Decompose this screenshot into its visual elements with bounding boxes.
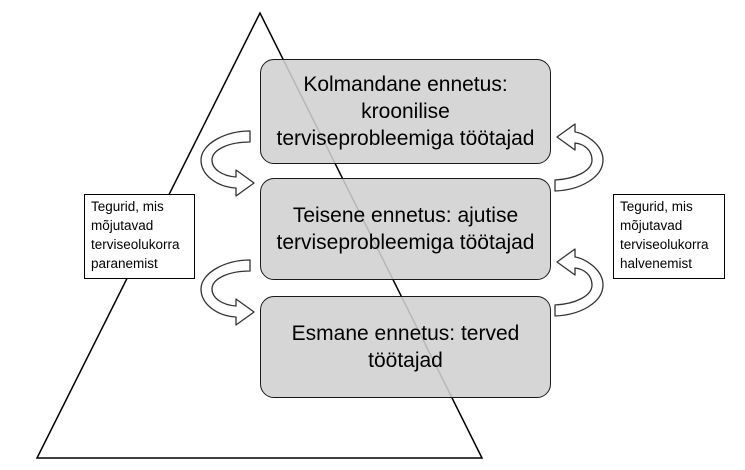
- left-arrow-lower: [200, 259, 255, 326]
- secondary-prevention-box: Teisene ennetus: ajutise terviseprobleem…: [260, 178, 551, 280]
- right-arrow-lower: [554, 248, 604, 317]
- improvement-factors-label: Tegurid, mis mõjutavad terviseolukorra p…: [91, 199, 180, 271]
- right-arrow-upper: [554, 123, 604, 192]
- primary-prevention-label: Esmane ennetus: terved töötajad: [291, 321, 520, 372]
- secondary-prevention-label: Teisene ennetus: ajutise terviseprobleem…: [276, 203, 535, 254]
- primary-prevention-box: Esmane ennetus: terved töötajad: [260, 296, 551, 398]
- tertiary-prevention-label: Kolmandane ennetus: kroonilise tervisepr…: [276, 72, 535, 151]
- improvement-factors-box: Tegurid, mis mõjutavad terviseolukorra p…: [84, 194, 195, 279]
- worsening-factors-box: Tegurid, mis mõjutavad terviseolukorra h…: [613, 194, 725, 279]
- tertiary-prevention-box: Kolmandane ennetus: kroonilise tervisepr…: [260, 59, 551, 164]
- worsening-factors-label: Tegurid, mis mõjutavad terviseolukorra h…: [620, 199, 709, 271]
- left-arrow-upper: [200, 130, 255, 197]
